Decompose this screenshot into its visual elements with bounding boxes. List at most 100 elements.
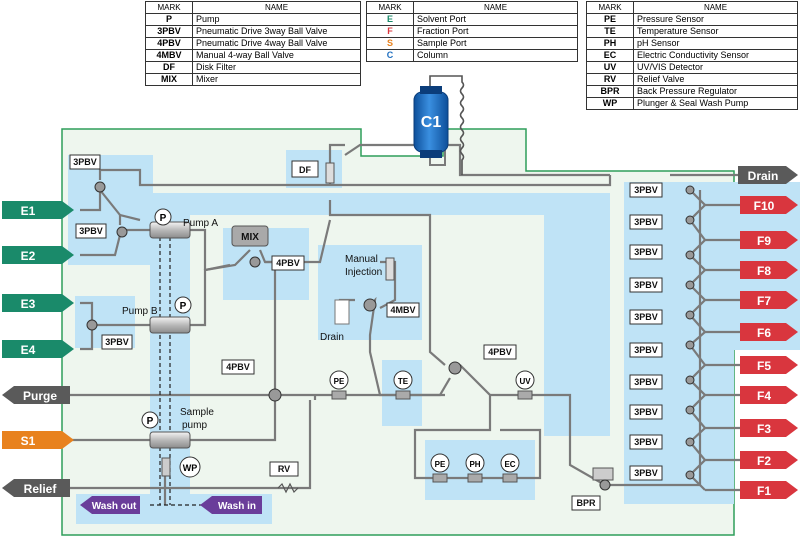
port-e3[interactable]: E3	[2, 294, 74, 312]
port-e1[interactable]: E1	[2, 201, 74, 219]
valve-3pbv-frac-10[interactable]: 3PBV	[629, 465, 663, 481]
port-label: F8	[757, 264, 771, 278]
column-c1[interactable]: C1	[413, 86, 449, 158]
manifold-valve-nodes	[685, 185, 695, 480]
port-label: F2	[757, 454, 771, 468]
disk-filter[interactable]: DF	[291, 160, 335, 184]
port-f7[interactable]: F7	[740, 291, 798, 309]
port-purge[interactable]: Purge	[2, 386, 70, 404]
valve-3pbv-frac-3[interactable]: 3PBV	[629, 244, 663, 260]
legend-name: Plunger & Seal Wash Pump	[633, 97, 798, 110]
sensor-ec[interactable]: EC	[500, 453, 520, 483]
pump-a-label: Pump A	[183, 218, 218, 229]
sensor-pe-loop[interactable]: PE	[430, 453, 450, 483]
sensor-ph[interactable]: PH	[465, 453, 485, 483]
piping	[40, 143, 702, 505]
port-relief[interactable]: Relief	[2, 479, 70, 497]
wash-ports: Wash out Wash in	[80, 496, 262, 514]
valve-3pbv-frac-5[interactable]: 3PBV	[629, 309, 663, 325]
port-f8[interactable]: F8	[740, 261, 798, 279]
valve-4pbv-column[interactable]: 4PBV	[448, 344, 517, 375]
pump-b[interactable]: P Pump B	[122, 296, 192, 334]
port-s1[interactable]: S1	[2, 431, 74, 449]
port-label: Drain	[748, 169, 779, 183]
valve-label: 3PBV	[634, 437, 658, 447]
port-f2[interactable]: F2	[740, 451, 798, 469]
valve-label: 4MBV	[390, 305, 415, 315]
wash-pump[interactable]: WP	[161, 456, 201, 478]
valve-3pbv-frac-2[interactable]: 3PBV	[629, 214, 663, 230]
valve-3pbv-2[interactable]: 3PBV	[75, 223, 128, 239]
valve-label: 3PBV	[105, 337, 129, 347]
port-label: E2	[21, 249, 36, 263]
sensor-uv[interactable]: UV	[515, 370, 535, 400]
port-e4[interactable]: E4	[2, 340, 74, 358]
port-label: F5	[757, 359, 771, 373]
valve-label: 3PBV	[79, 226, 103, 236]
column-label: C1	[421, 114, 442, 131]
port-f9[interactable]: F9	[740, 231, 798, 249]
valve-3pbv-3[interactable]: 3PBV	[86, 319, 133, 350]
valve-label: 3PBV	[634, 185, 658, 195]
port-wash-in[interactable]: Wash in	[200, 496, 262, 514]
valve-4mbv[interactable]: 4MBV	[363, 298, 420, 318]
port-label: F9	[757, 234, 771, 248]
relief-valve-label: RV	[278, 464, 290, 474]
port-f1[interactable]: F1	[740, 481, 798, 499]
port-label: F4	[757, 389, 771, 403]
sensor-te[interactable]: TE	[393, 370, 413, 400]
pump-a-p-label: P	[160, 213, 167, 224]
port-wash-out[interactable]: Wash out	[80, 496, 140, 514]
valve-3pbv-frac-1[interactable]: 3PBV	[629, 182, 663, 198]
valve-3pbv-frac-7[interactable]: 3PBV	[629, 374, 663, 390]
port-drain[interactable]: Drain	[738, 166, 798, 184]
valve-label: 3PBV	[634, 312, 658, 322]
port-f4[interactable]: F4	[740, 386, 798, 404]
port-f10[interactable]: F10	[740, 196, 798, 214]
valve-3pbv-frac-4[interactable]: 3PBV	[629, 277, 663, 293]
valve-4pbv-purge[interactable]: 4PBV	[221, 359, 282, 402]
port-label: F6	[757, 326, 771, 340]
pump-b-label: Pump B	[122, 306, 158, 317]
back-pressure-regulator[interactable]: BPR	[571, 467, 614, 511]
port-label: F3	[757, 422, 771, 436]
disk-filter-label: DF	[299, 165, 311, 175]
port-f5[interactable]: F5	[740, 356, 798, 374]
fraction-manifold	[670, 173, 740, 492]
valve-3pbv-frac-8[interactable]: 3PBV	[629, 404, 663, 420]
valve-3pbv-frac-9[interactable]: 3PBV	[629, 434, 663, 450]
manual-drain-label: Drain	[320, 332, 344, 343]
sensor-label: PH	[469, 460, 480, 469]
mixer[interactable]: MIX	[231, 225, 269, 247]
sensor-label: TE	[398, 377, 409, 386]
sensor-label: PE	[435, 460, 446, 469]
legend-name: Column	[413, 49, 578, 62]
column-outlet-tube	[429, 145, 446, 166]
port-label: E1	[21, 204, 36, 218]
column-coil	[429, 75, 465, 175]
port-label: Wash in	[218, 501, 256, 512]
valve-label: 4PBV	[226, 362, 250, 372]
port-e2[interactable]: E2	[2, 246, 74, 264]
relief-valve[interactable]: RV	[269, 461, 299, 494]
sensor-pe-main[interactable]: PE	[329, 370, 349, 400]
valve-3pbv-1[interactable]: 3PBV	[69, 154, 106, 193]
left-outlet-ports: Purge Relief	[2, 386, 70, 497]
port-label: Purge	[23, 389, 57, 403]
port-label: F1	[757, 484, 771, 498]
pump-a[interactable]: P Pump A	[149, 208, 218, 239]
inlet-ports: E1 E2 E3 E4 S1	[2, 201, 74, 449]
port-f6[interactable]: F6	[740, 323, 798, 341]
valve-4pbv-mix[interactable]: 4PBV	[249, 255, 305, 271]
valve-label: 3PBV	[634, 468, 658, 478]
valve-3pbv-frac-6[interactable]: 3PBV	[629, 342, 663, 358]
port-label: E4	[21, 343, 36, 357]
port-f3[interactable]: F3	[740, 419, 798, 437]
port-label: Relief	[24, 482, 58, 496]
sensor-label: UV	[519, 377, 531, 386]
